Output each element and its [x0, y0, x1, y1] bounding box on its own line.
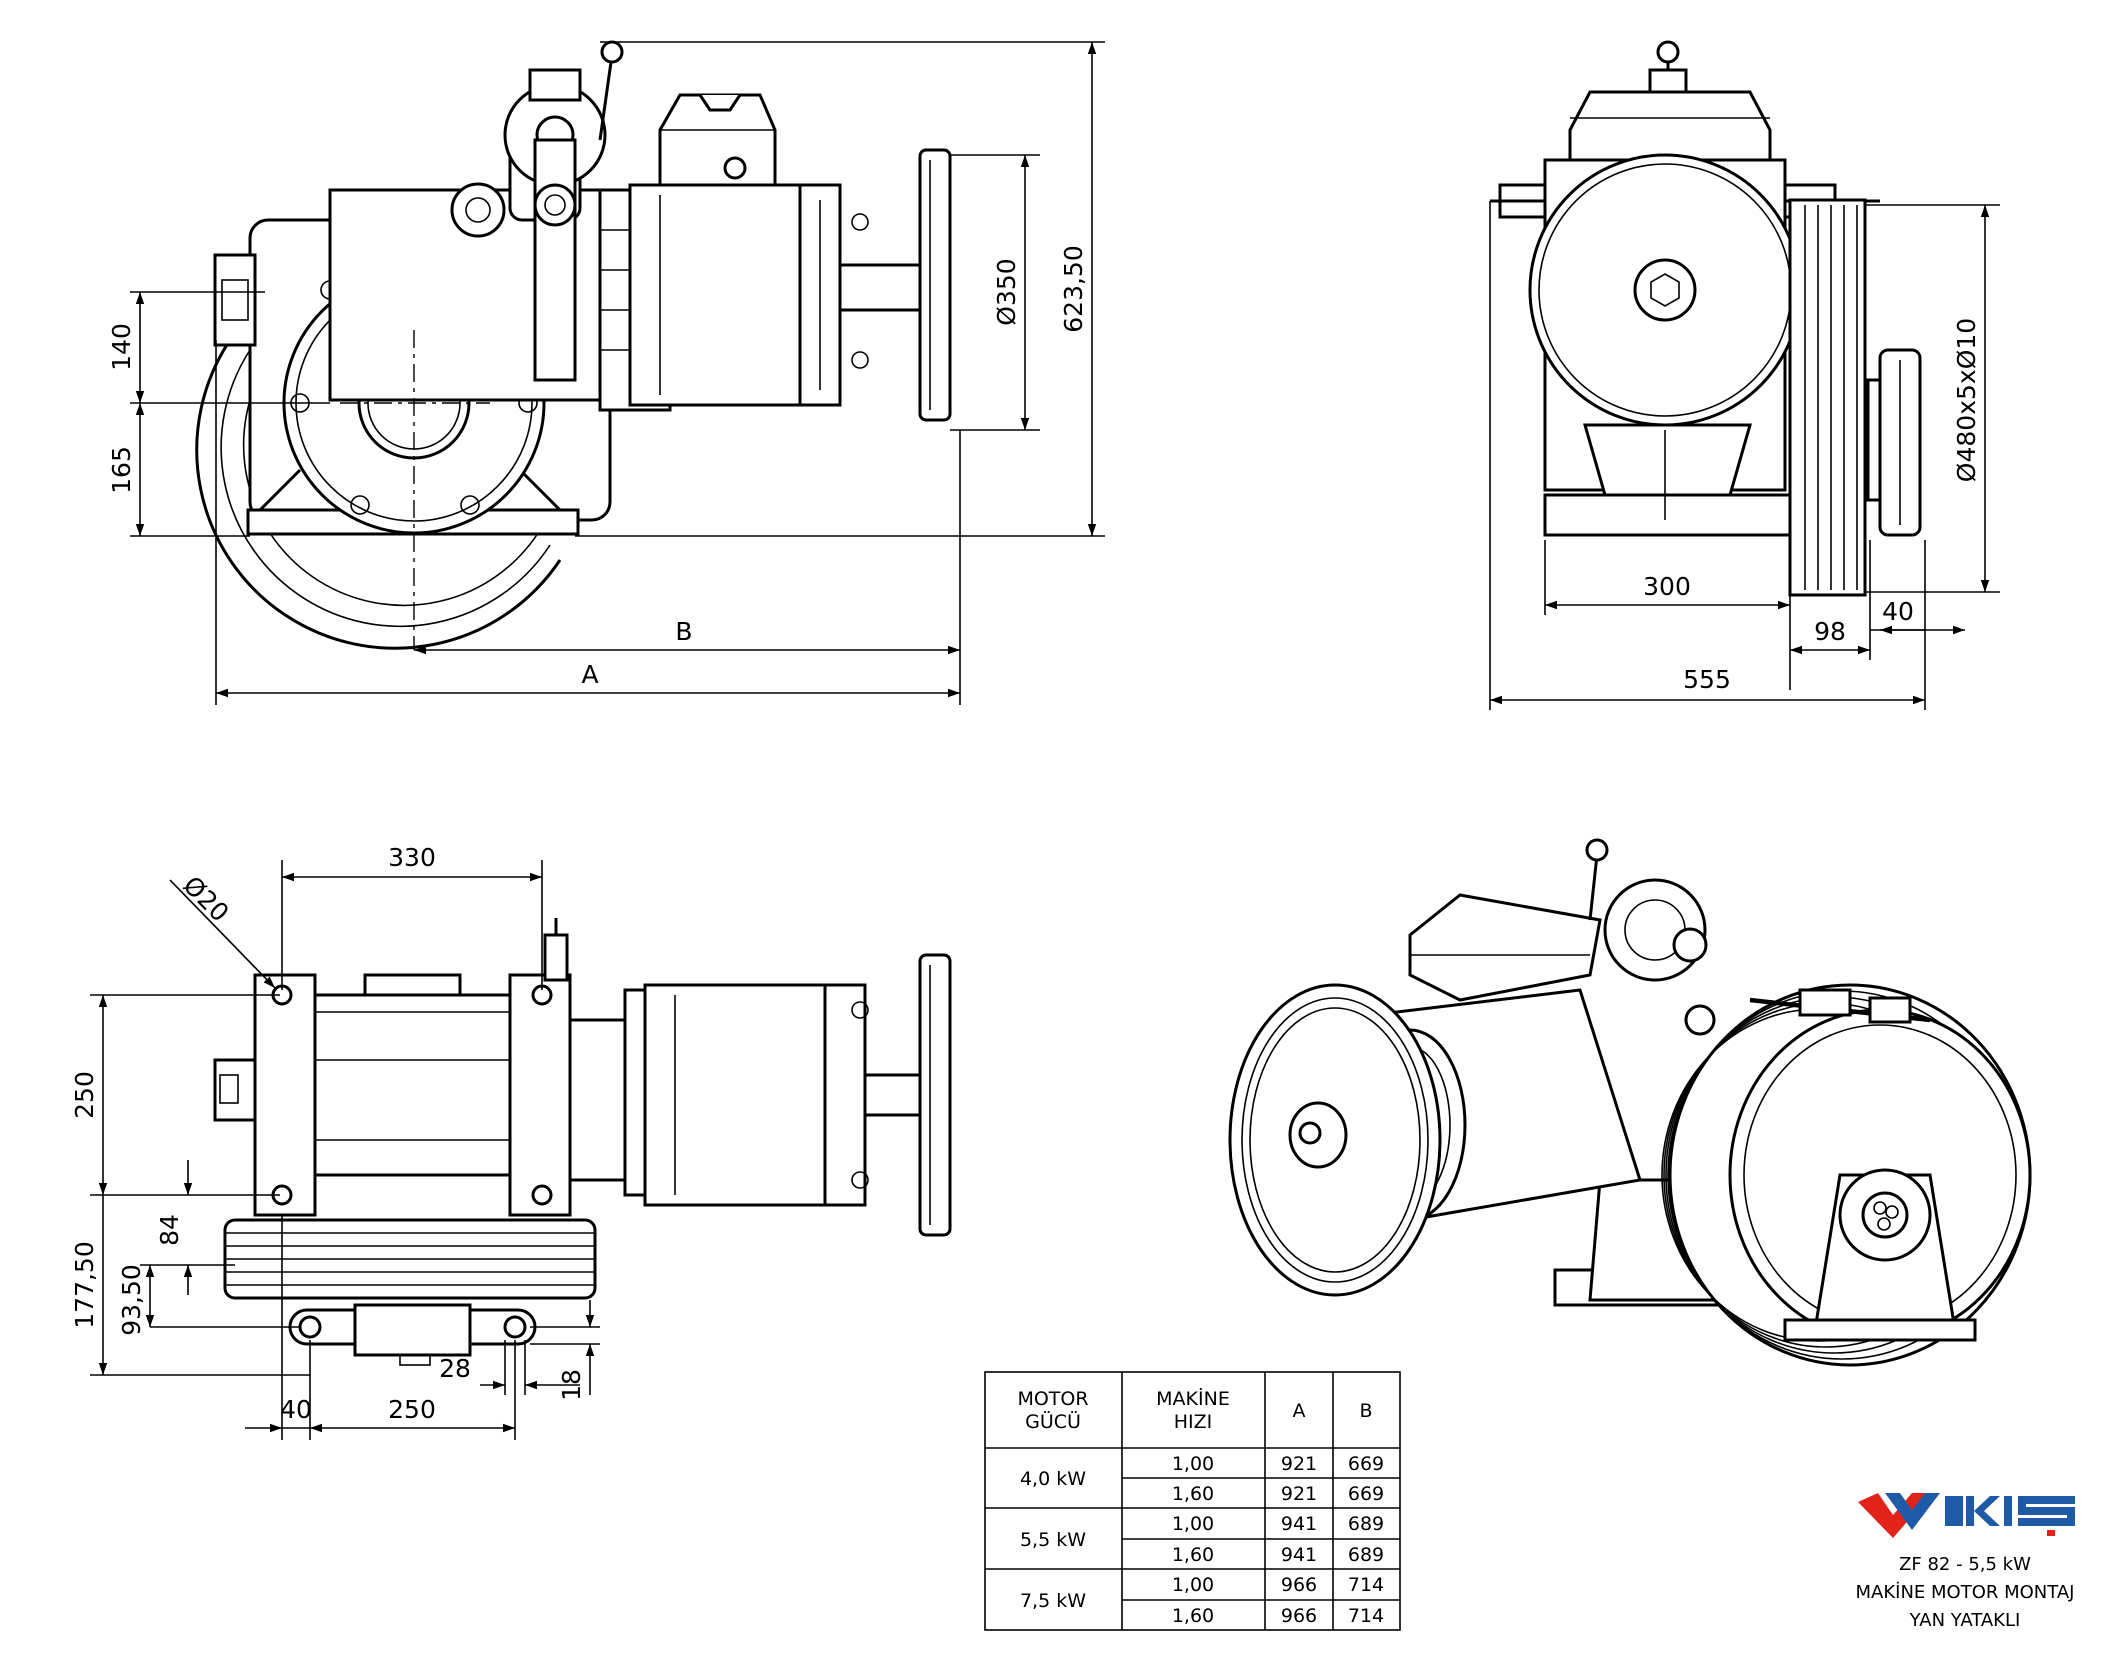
cell-speed: 1,00: [1172, 1574, 1214, 1596]
cell-speed: 1,60: [1172, 1605, 1214, 1627]
top-view: [213, 918, 952, 1366]
cell-speed: 1,00: [1172, 1513, 1214, 1535]
dim-250-horizontal: 250: [388, 1395, 436, 1424]
th-speed-2: HIZI: [1174, 1411, 1213, 1433]
dim-623: 623,50: [1059, 245, 1088, 332]
title-line-1: ZF 82 - 5,5 kW: [1899, 1554, 2031, 1575]
cell-power: 7,5 kW: [1020, 1590, 1086, 1612]
cell-a: 941: [1281, 1544, 1317, 1566]
dim-555: 555: [1683, 665, 1731, 694]
cell-a: 966: [1281, 1605, 1317, 1627]
isometric-view: [1228, 838, 2032, 1367]
cell-b: 669: [1348, 1483, 1384, 1505]
dim-98: 98: [1814, 617, 1846, 646]
dim-40: 40: [1882, 597, 1914, 626]
cell-a: 941: [1281, 1513, 1317, 1535]
dim-18: 18: [557, 1369, 586, 1401]
cell-b: 714: [1348, 1574, 1384, 1596]
cell-a: 921: [1281, 1453, 1317, 1475]
akis-logo: [1858, 1493, 2075, 1538]
dim-140: 140: [107, 323, 136, 371]
th-b: B: [1359, 1400, 1372, 1422]
cell-power: 5,5 kW: [1020, 1529, 1086, 1551]
th-motor-1: MOTOR: [1017, 1388, 1088, 1410]
dim-165: 165: [107, 446, 136, 494]
dim-330: 330: [388, 843, 436, 872]
cell-speed: 1,60: [1172, 1544, 1214, 1566]
dim-40-bottom: 40: [280, 1395, 312, 1424]
title-block: ZF 82 - 5,5 kW MAKİNE MOTOR MONTAJ YAN Y…: [1856, 1554, 2075, 1631]
dim-A: A: [581, 660, 598, 689]
title-line-2: MAKİNE MOTOR MONTAJ: [1856, 1582, 2075, 1603]
side-view: [1490, 40, 1922, 597]
cell-speed: 1,60: [1172, 1483, 1214, 1505]
cell-a: 921: [1281, 1483, 1317, 1505]
spec-table: MOTOR GÜCÜ MAKİNE HIZI A B 4,0 kW 1,00 9…: [984, 1371, 1401, 1631]
side-dimensions: 300 40 98 555 Ø480x5xØ10: [1489, 201, 2000, 710]
cell-b: 689: [1348, 1513, 1384, 1535]
dim-dia350: Ø350: [992, 258, 1021, 325]
front-view: [195, 40, 952, 650]
th-a: A: [1293, 1400, 1306, 1422]
front-dimensions: 140 165 Ø350 623,50 B A: [107, 41, 1105, 705]
title-line-3: YAN YATAKLI: [1909, 1610, 2021, 1631]
cell-speed: 1,00: [1172, 1453, 1214, 1475]
dim-28: 28: [439, 1354, 471, 1383]
cell-power: 4,0 kW: [1020, 1468, 1086, 1490]
dim-B: B: [675, 617, 692, 646]
th-motor-2: GÜCÜ: [1025, 1410, 1081, 1433]
cell-b: 714: [1348, 1605, 1384, 1627]
dim-93-50: 93,50: [117, 1264, 146, 1336]
cell-a: 966: [1281, 1574, 1317, 1596]
dim-dia20: Ø20: [178, 871, 235, 928]
cell-b: 689: [1348, 1544, 1384, 1566]
cell-b: 669: [1348, 1453, 1384, 1475]
dim-sheave: Ø480x5xØ10: [1952, 318, 1981, 482]
dim-250-vertical: 250: [70, 1071, 99, 1119]
dim-300: 300: [1643, 572, 1691, 601]
dim-84: 84: [155, 1214, 184, 1246]
th-speed-1: MAKİNE: [1156, 1387, 1230, 1410]
dim-177-50: 177,50: [70, 1241, 99, 1328]
